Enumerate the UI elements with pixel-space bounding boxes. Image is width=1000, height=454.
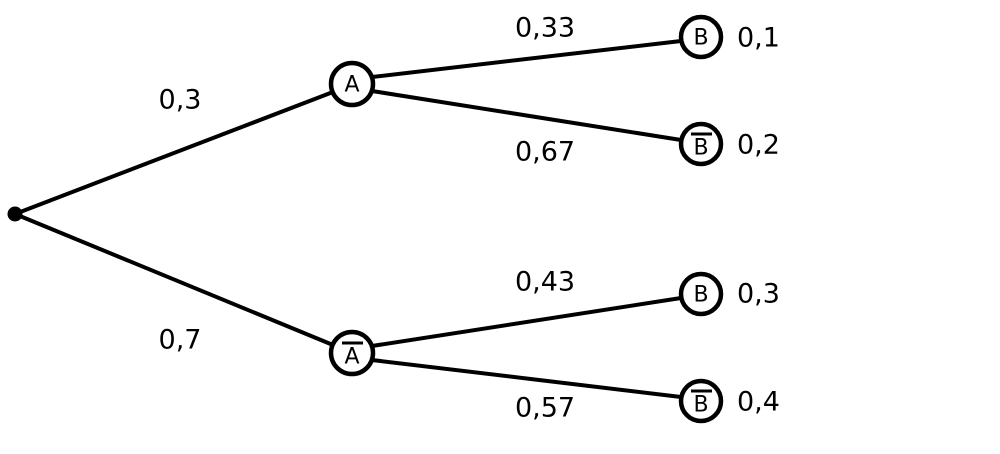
- node-b-bar-from-a-bar[interactable]: B: [678, 378, 724, 424]
- node-a[interactable]: A: [328, 60, 376, 108]
- outcome-label-a-b-bar: 0,2: [737, 130, 780, 161]
- node-a-bar[interactable]: A: [328, 329, 376, 377]
- edge-labels-group: 0,3 0,7 0,33 0,67 0,43 0,57: [159, 13, 576, 424]
- edge-label-a-bar-to-b: 0,43: [515, 267, 575, 298]
- node-a-label: A: [344, 73, 359, 98]
- node-b-from-a-bar-label: B: [693, 283, 708, 308]
- edge-label-root-to-a-bar: 0,7: [159, 325, 202, 356]
- edge-root-to-a-bar: [13, 212, 335, 347]
- edge-label-a-to-b: 0,33: [515, 13, 575, 44]
- node-b-from-a-bar-circle: [678, 271, 724, 317]
- outcome-labels-group: 0,1 0,2 0,3 0,4: [737, 23, 780, 418]
- node-root[interactable]: [7, 206, 23, 222]
- outcome-label-a-bar-b-bar: 0,4: [737, 387, 780, 418]
- node-b-from-a[interactable]: B: [678, 14, 724, 60]
- node-b-bar-from-a-bar-label: B: [693, 393, 708, 418]
- edge-a-bar-to-b: [370, 296, 683, 348]
- edge-a-to-b-bar: [370, 89, 683, 142]
- root-dot-icon: [7, 206, 23, 222]
- node-a-bar-label: A: [344, 345, 359, 370]
- edge-a-to-b: [370, 39, 683, 79]
- outcome-label-a-b: 0,1: [737, 23, 780, 54]
- node-b-from-a-bar[interactable]: B: [678, 271, 724, 317]
- edge-label-root-to-a: 0,3: [159, 85, 202, 116]
- node-b-from-a-label: B: [693, 26, 708, 51]
- edge-label-a-bar-to-b-bar: 0,57: [515, 393, 575, 424]
- edges-group: [13, 39, 683, 399]
- node-b-from-a-circle: [678, 14, 724, 60]
- node-a-circle: [328, 60, 376, 108]
- outcome-label-a-bar-b: 0,3: [737, 279, 780, 310]
- node-b-bar-from-a[interactable]: B: [678, 121, 724, 167]
- edge-root-to-a: [13, 90, 335, 216]
- node-b-bar-from-a-label: B: [693, 136, 708, 161]
- edge-label-a-to-b-bar: 0,67: [515, 137, 575, 168]
- edge-a-bar-to-b-bar: [370, 358, 683, 399]
